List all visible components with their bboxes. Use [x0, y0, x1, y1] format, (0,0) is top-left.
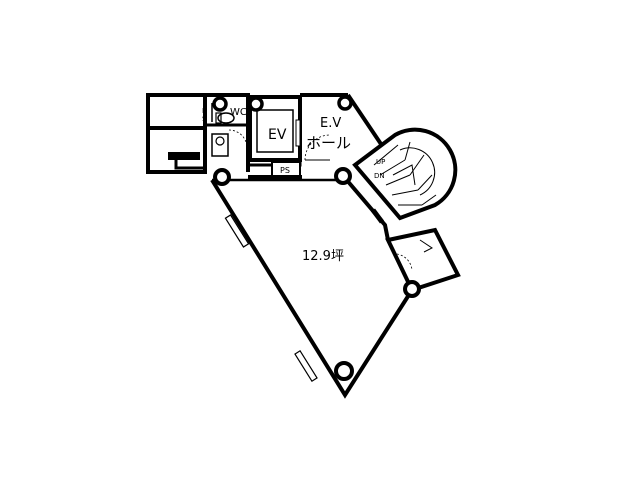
ps-label: PS [280, 166, 290, 175]
stair-dn-label: DN [374, 172, 385, 180]
column-marker [403, 280, 421, 298]
small-ps-label-s: S [202, 115, 207, 123]
sink-icon [211, 133, 229, 157]
area-label: 12.9坪 [302, 249, 344, 264]
column-marker [213, 168, 231, 186]
spiral-staircase [352, 127, 458, 221]
ps-strip [246, 160, 302, 179]
toilet-icon [217, 112, 235, 124]
ev-hall-label-line2: ホール [306, 134, 351, 152]
column-marker [212, 96, 228, 112]
wc-label: WC [230, 107, 247, 118]
service-block [146, 93, 207, 174]
ev-hall-label-line1: E.V [320, 116, 341, 131]
column-marker [334, 361, 354, 381]
stair-up-label: UP [376, 158, 385, 166]
closet [385, 227, 461, 293]
main-room [210, 167, 421, 399]
ev-hall-walls [300, 93, 387, 161]
elevator-label: EV [268, 127, 287, 143]
small-ps-label-p: P [202, 107, 206, 115]
elevator-shaft [248, 95, 302, 162]
column-marker [334, 167, 352, 185]
